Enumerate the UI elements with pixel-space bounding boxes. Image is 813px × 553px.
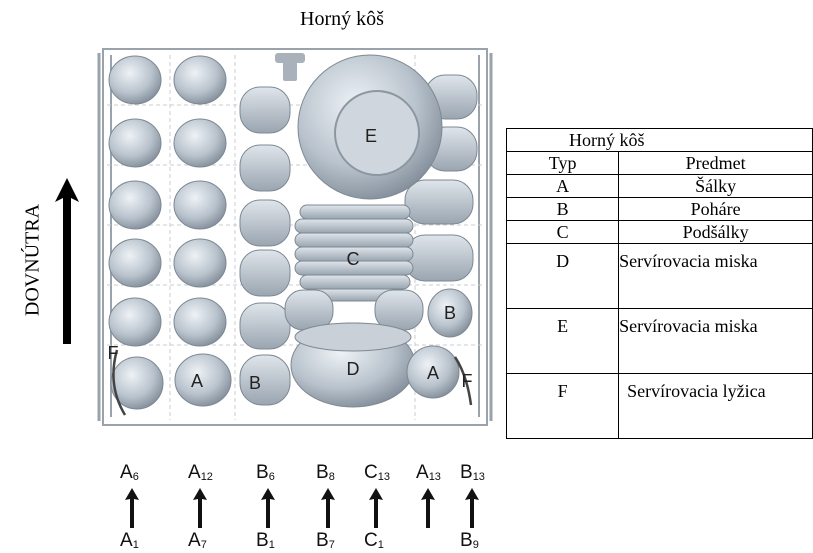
- legend-item: Servírovacia lyžica: [618, 373, 813, 439]
- up-arrow-icon: [125, 488, 139, 528]
- cups-left-columns: [108, 55, 232, 410]
- legend-row: C Podšálky: [505, 220, 813, 244]
- label-c: C: [347, 249, 360, 269]
- order-arrow-top-label: A13: [416, 462, 441, 483]
- side-label-text: DOVNÚTRA: [21, 203, 44, 317]
- up-arrow-icon: [465, 488, 479, 528]
- serving-bowl-e: [297, 54, 443, 200]
- up-arrow-icon: [261, 488, 275, 528]
- inward-arrow: [55, 178, 79, 344]
- legend-type: E: [505, 308, 620, 374]
- order-arrow-bottom-label: B7: [316, 530, 335, 551]
- legend-col-type: Typ: [505, 151, 620, 175]
- side-label: DOVNÚTRA: [18, 170, 48, 350]
- legend-header-row: Horný kôš: [506, 128, 813, 152]
- order-arrow-top-label: A6: [120, 462, 139, 483]
- legend-type: C: [505, 220, 620, 244]
- legend-type: D: [505, 243, 620, 309]
- label-b-bottom: B: [249, 373, 261, 393]
- order-arrow-bottom-label: A7: [188, 530, 207, 551]
- basket-frame: [97, 48, 493, 426]
- label-b-right: B: [444, 303, 456, 323]
- label-e: E: [365, 126, 377, 146]
- legend-row: D Servírovacia miska: [505, 243, 813, 309]
- serving-spoons-f: [112, 349, 473, 416]
- legend-row: F Servírovacia lyžica: [505, 373, 813, 439]
- legend-header: Horný kôš: [506, 128, 813, 152]
- up-arrow-icon: [421, 488, 435, 528]
- diagram-title: Horný kôš: [300, 8, 384, 30]
- label-d: D: [347, 359, 360, 379]
- legend-row: B Poháre: [505, 197, 813, 221]
- order-arrow-bottom-label: B1: [256, 530, 275, 551]
- up-arrow-icon: [193, 488, 207, 528]
- saucers-c: [294, 204, 414, 302]
- label-f-left: F: [108, 343, 119, 363]
- order-arrow-top-label: B13: [460, 462, 485, 483]
- glasses-left: [239, 86, 291, 406]
- order-arrow-top-label: A12: [188, 462, 213, 483]
- up-arrow-icon: [321, 488, 335, 528]
- upper-basket-illustration: E C D B B A A F F: [97, 48, 493, 426]
- order-arrow: A13: [416, 462, 464, 552]
- serving-bowl-d: [290, 322, 416, 408]
- up-arrow-icon: [369, 488, 383, 528]
- label-a-left: A: [191, 371, 203, 391]
- legend-item: Podšálky: [618, 220, 813, 244]
- legend-row: E Servírovacia miska: [505, 308, 813, 374]
- legend-item: Servírovacia miska: [618, 243, 813, 309]
- order-arrow-bottom-label: B9: [460, 530, 479, 551]
- legend-type: A: [505, 174, 620, 198]
- order-arrow-top-label: B6: [256, 462, 275, 483]
- legend-row: A Šálky: [505, 174, 813, 198]
- legend-column-headers: Typ Predmet: [505, 151, 813, 175]
- legend-col-item: Predmet: [618, 151, 813, 175]
- legend-item: Šálky: [618, 174, 813, 198]
- legend-type: B: [505, 197, 620, 221]
- order-arrow-bottom-label: A1: [120, 530, 139, 551]
- order-arrow-top-label: C13: [364, 462, 390, 483]
- order-arrow-bottom-label: C1: [364, 530, 384, 551]
- legend-table: Horný kôš Typ Predmet A Šálky B Poháre C…: [505, 128, 813, 439]
- label-a-right: A: [427, 363, 439, 383]
- legend-item: Servírovacia miska: [618, 308, 813, 374]
- label-f-right: F: [462, 371, 473, 391]
- legend-type: F: [505, 373, 620, 439]
- legend-item: Poháre: [618, 197, 813, 221]
- order-arrow-top-label: B8: [316, 462, 335, 483]
